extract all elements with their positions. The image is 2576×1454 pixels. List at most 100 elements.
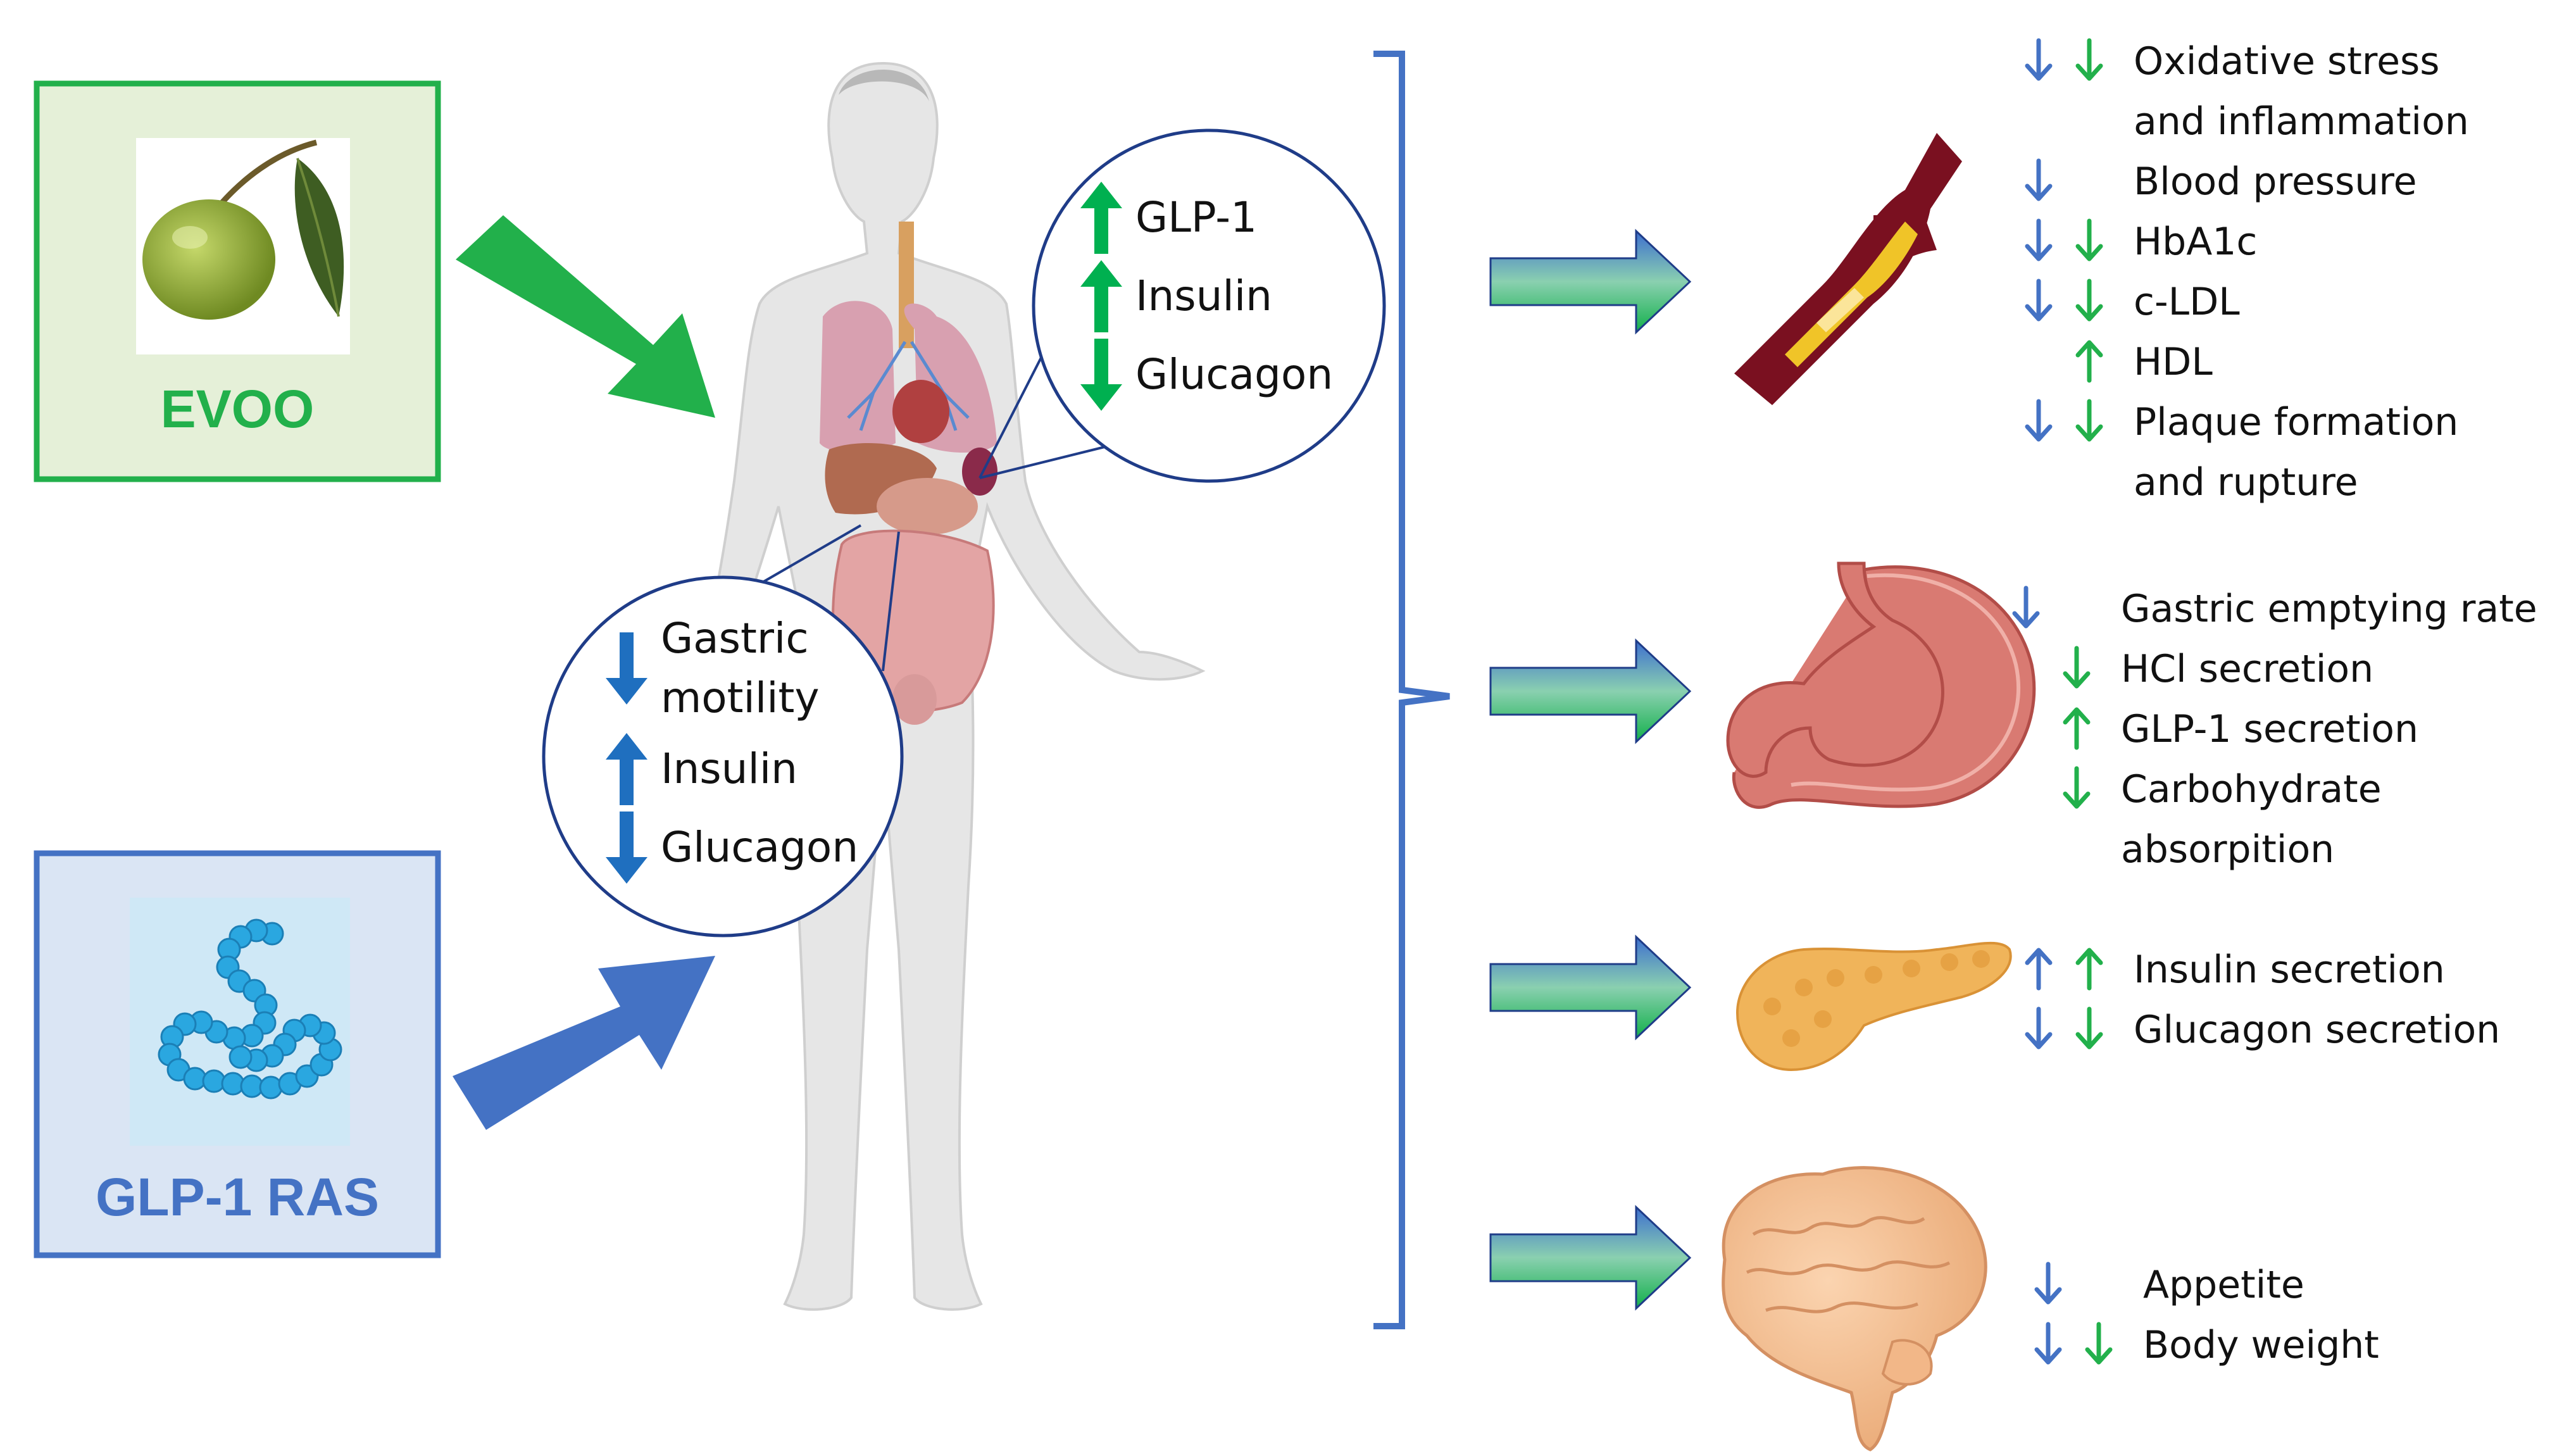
lungs (820, 301, 997, 453)
arrow-down-icon (2034, 1262, 2062, 1305)
evoo-box (34, 80, 441, 482)
outcome-text: absorpition (2121, 827, 2335, 872)
outcome-row: HbA1c (2022, 212, 2469, 272)
stomach-icon (1726, 561, 2036, 809)
outcome-row: Insulin secretion (2022, 940, 2500, 1000)
outcome-row: Blood pressure (2022, 152, 2469, 212)
outcome-text: Carbohydrate (2121, 767, 2382, 812)
bold-arrow-down-icon (1080, 339, 1122, 411)
outcome-row: Body weight (2032, 1315, 2379, 1376)
glp1-label-wrap: GLP-1 RAS (37, 1167, 438, 1228)
outcome-row: HDL (2022, 332, 2469, 392)
outcome-text: c-LDL (2134, 280, 2240, 324)
arrow-down-icon (2025, 218, 2053, 261)
outcome-arrows (1489, 229, 1692, 1311)
trachea (899, 222, 914, 348)
arrow-down-icon (2025, 279, 2053, 322)
arrow-up-icon (2075, 340, 2103, 383)
arrow-up-icon (2063, 707, 2091, 750)
outcome-text: and rupture (2134, 460, 2358, 505)
callout-row: Glucagon (1076, 337, 1333, 412)
blood-vessel-icon (1734, 133, 1962, 405)
arrow-down-icon (2025, 399, 2053, 442)
callout-text: Gastric (661, 614, 809, 663)
peptide-chain-icon (158, 918, 342, 1100)
arrow-down-icon (2075, 399, 2103, 442)
outcome-text: and inflammation (2134, 99, 2469, 144)
outcome-text: HDL (2134, 340, 2213, 384)
evoo-arrow (456, 215, 715, 418)
outcome-text: HCl secretion (2121, 647, 2374, 691)
outcome-row: c-LDL (2022, 272, 2469, 332)
bold-arrow-up-icon (1080, 260, 1122, 332)
arrow-up-icon (2025, 948, 2053, 991)
outcome-text: Glucagon secretion (2134, 1008, 2501, 1052)
arrow-down-icon (2085, 1322, 2113, 1365)
outcome-row: Carbohydrate absorpition (2010, 760, 2537, 880)
outcome-row: Glucagon secretion (2022, 1000, 2500, 1060)
arrow-down-icon (2075, 279, 2103, 322)
callout-text: Glucagon (661, 823, 859, 872)
bold-arrow-down-icon (606, 632, 647, 705)
arrow-down-icon (2025, 38, 2053, 81)
arrow-down-icon (2075, 218, 2103, 261)
arrow-down-icon (2025, 1006, 2053, 1050)
callout-row: Gastric motility (601, 609, 858, 728)
arrow-down-icon (2025, 158, 2053, 201)
outcome-text: HbA1c (2134, 220, 2258, 264)
glp1-label: GLP-1 RAS (95, 1167, 380, 1227)
outcome-row: Gastric emptying rate (2010, 579, 2537, 639)
outcome-text: Body weight (2143, 1323, 2379, 1367)
callout-text: GLP-1 (1135, 193, 1258, 242)
arrow-to-brain (1489, 1205, 1692, 1311)
stomach-organ (877, 478, 978, 535)
bronchi (847, 341, 970, 431)
callout-row: Insulin (1076, 259, 1333, 334)
outcome-text: Plaque formation (2134, 400, 2459, 444)
evoo-label-wrap: EVOO (37, 379, 438, 440)
arrow-down-icon (2075, 1006, 2103, 1050)
olive-icon (142, 139, 344, 320)
callout-text: Insulin (1135, 272, 1273, 320)
evoo-label: EVOO (160, 379, 315, 439)
outcome-text: Gastric emptying rate (2121, 587, 2537, 631)
callout-text: Insulin (661, 744, 798, 793)
bold-arrow-up-icon (1080, 182, 1122, 254)
outcome-row: Oxidative stress and inflammation (2022, 32, 2469, 152)
callout-row: Glucagon (601, 810, 858, 885)
arrow-down-icon (2063, 766, 2091, 809)
arrow-down-icon (2063, 646, 2091, 689)
arrow-to-vascular (1489, 229, 1692, 335)
outcome-text: Appetite (2143, 1263, 2304, 1307)
arrow-to-pancreas (1489, 934, 1692, 1041)
glp1-arrow (453, 956, 715, 1130)
outcome-text: GLP-1 secretion (2121, 707, 2419, 751)
bracket (1373, 51, 1450, 1329)
outcome-row: HCl secretion (2010, 639, 2537, 699)
arrow-down-icon (2075, 38, 2103, 81)
arrow-down-icon (2012, 586, 2040, 629)
pancreas-callout-circle (1032, 128, 1386, 483)
bold-arrow-up-icon (606, 733, 647, 805)
bold-arrow-down-icon (606, 812, 647, 884)
outcome-row: Appetite (2032, 1255, 2379, 1315)
callout-row: Insulin (601, 732, 858, 806)
heart (892, 380, 949, 443)
arrow-up-icon (2075, 948, 2103, 991)
brain-icon (1722, 1166, 1987, 1451)
callout-row: GLP-1 (1076, 180, 1333, 255)
outcome-text: Insulin secretion (2134, 948, 2445, 992)
callout-text: motility (661, 674, 820, 722)
glp1-box (34, 850, 441, 1258)
outcome-text: Oxidative stress (2134, 39, 2440, 84)
arrow-down-icon (2034, 1322, 2062, 1365)
callout-text: Glucagon (1135, 350, 1334, 399)
outcome-row: Plaque formation and rupture (2022, 392, 2469, 513)
outcome-text: Blood pressure (2134, 160, 2417, 204)
arrow-to-stomach (1489, 638, 1692, 744)
